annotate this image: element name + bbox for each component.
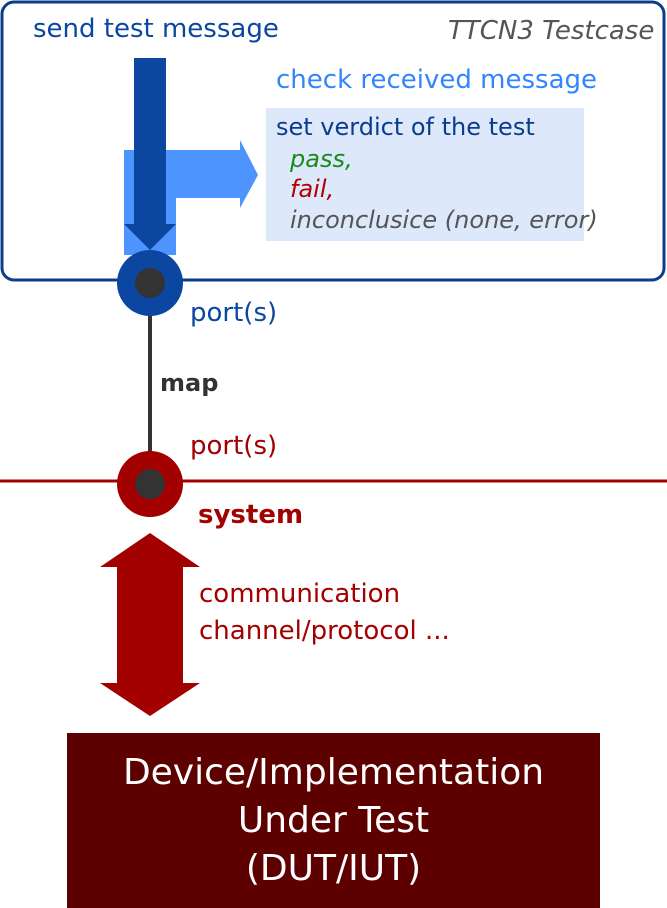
dut-title-line1: Device/Implementation	[122, 752, 545, 793]
system-port-label: port(s)	[190, 431, 278, 461]
dut-box	[67, 733, 600, 908]
verdict-inconclusive: inconclusice (none, error)	[290, 206, 598, 234]
system-label: system	[198, 500, 304, 530]
testcase-port-dot	[135, 268, 165, 298]
map-label: map	[160, 369, 219, 397]
send-arrow	[124, 58, 176, 250]
verdict-pass: pass,	[290, 145, 353, 173]
send-message-label: send test message	[33, 14, 279, 44]
dut-title-line3: (DUT/IUT)	[245, 848, 422, 889]
verdict-box	[266, 108, 584, 241]
communication-arrow	[100, 533, 200, 716]
testcase-title: TTCN3 Testcase	[448, 16, 655, 46]
channel-label-line2: channel/protocol ...	[199, 616, 450, 646]
system-port-dot	[135, 469, 165, 499]
testcase-port-label: port(s)	[190, 298, 278, 328]
check-message-label: check received message	[276, 65, 598, 95]
verdict-title: set verdict of the test	[276, 113, 535, 141]
dut-title-line2: Under Test	[237, 800, 430, 841]
verdict-fail: fail,	[290, 175, 335, 203]
channel-label-line1: communication	[199, 579, 401, 609]
